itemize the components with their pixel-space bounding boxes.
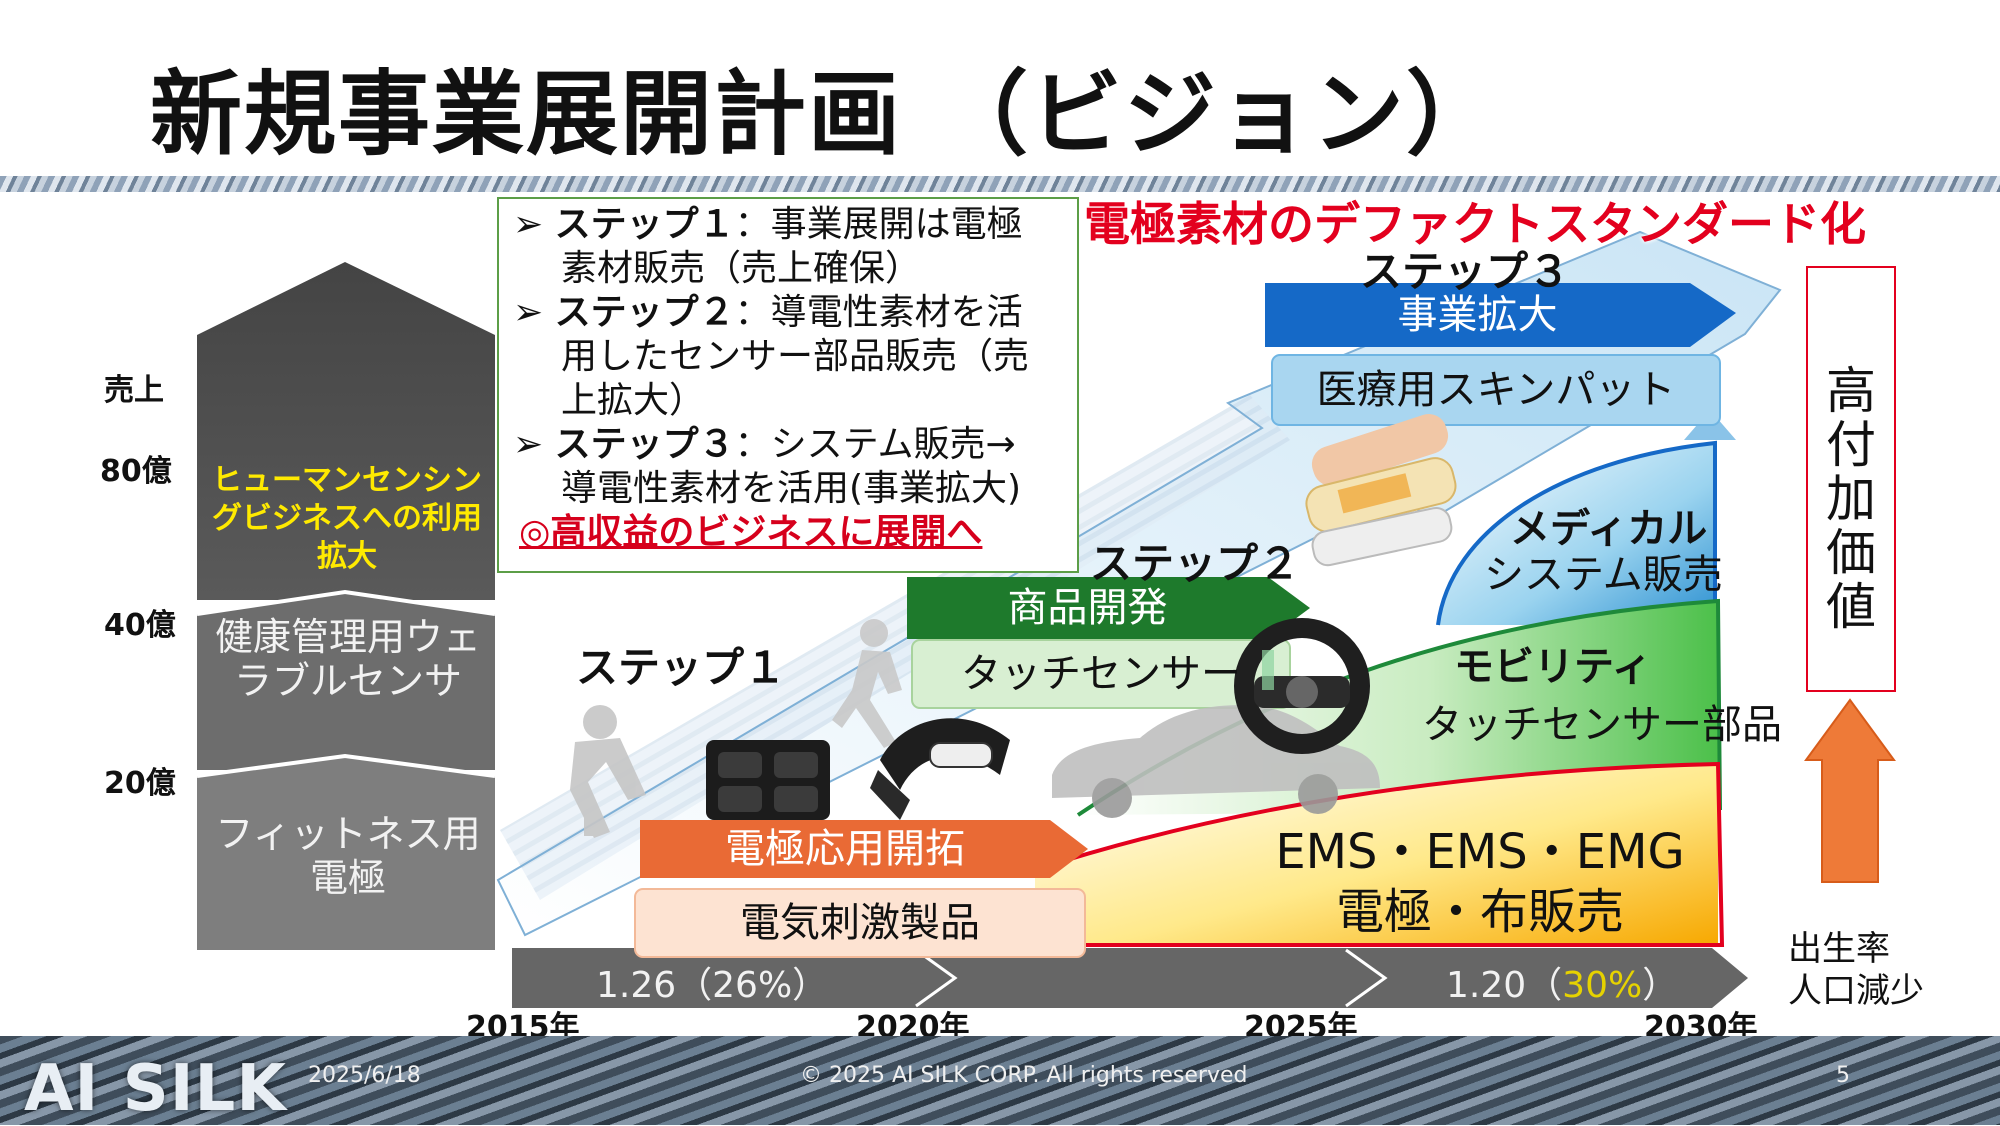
birth-rate-label: 出生率人口減少 [1788, 929, 1924, 1011]
step2-label: ステップ２ [1090, 539, 1301, 588]
timeline-bar [512, 948, 1748, 1008]
footer-band [0, 1036, 2000, 1125]
birth-rate-2030: 1.20（30%） [1446, 965, 1679, 1006]
footer-page-number: 5 [1836, 1063, 1850, 1088]
ems-line-2: 電極・布販売 [1335, 884, 1624, 940]
steps-line-5: 上拡大） [561, 380, 706, 421]
sales-axis-label: 売上 [104, 373, 164, 408]
steps-line-1: ➢ ステップ１：事業展開は電極 [513, 204, 1023, 245]
page-title: 新規事業展開計画 （ビジョン） [150, 61, 1501, 168]
step1-arrow-label: 電極応用開拓 [725, 826, 965, 872]
high-value-text: 高付加価値 [1826, 362, 1876, 636]
steps-line-2: 素材販売（売上確保） [561, 248, 922, 289]
footer-copyright: © 2025 AI SILK CORP. All rights reserved [800, 1063, 1248, 1088]
steps-line-3: ➢ ステップ２：導電性素材を活 [513, 292, 1023, 333]
steps-highlight: ◎高収益のビジネスに展開へ [519, 512, 983, 553]
medical-sub: システム販売 [1484, 552, 1723, 598]
sales-tick-80: 80億 [100, 454, 172, 489]
medical-skin-patch-image [1305, 414, 1457, 567]
mobility-title: モビリティ [1454, 644, 1652, 690]
footer-date: 2025/6/18 [308, 1063, 421, 1088]
heart-rate-strap-image [870, 718, 1010, 820]
steps-line-6: ➢ ステップ３：システム販売→ [513, 424, 1016, 465]
pillar-bottom [197, 756, 495, 950]
footer-logo: AI SILK [24, 1052, 287, 1126]
steps-line-7: 導電性素材を活用(事業拡大) [561, 468, 1022, 509]
step3-label: ステップ３ [1360, 247, 1571, 296]
fitness-person-silhouette [570, 705, 646, 838]
pillar-middle-text: 健康管理用ウェラブルセンサ [214, 615, 481, 703]
step1-label: ステップ１ [576, 643, 787, 692]
pillar-middle [197, 592, 495, 770]
ems-garment-image [706, 740, 830, 820]
sales-tick-20: 20億 [104, 766, 176, 801]
mobility-sub: タッチセンサー部品 [1422, 702, 1782, 748]
steps-line-4: 用したセンサー部品販売（売 [561, 336, 1030, 377]
step3-arrow-label: 事業拡大 [1397, 292, 1558, 338]
steps-summary-box: ➢ ステップ１：事業展開は電極 素材販売（売上確保） ➢ ステップ２：導電性素材… [497, 197, 1079, 573]
value-up-arrow [1804, 698, 1896, 883]
headline: 電極素材のデファクトスタンダード化 [1084, 197, 1866, 251]
pillar-top-text: ヒューマンセンシングビジネスへの利用拡大 [212, 463, 482, 574]
step1-product-label: 電気刺激製品 [740, 900, 980, 946]
birth-rate-2015: 1.26（26%） [596, 965, 829, 1006]
step2-product-box [911, 639, 1291, 709]
car-silhouette [1052, 705, 1380, 818]
runner-silhouette [832, 619, 902, 748]
steering-wheel-image [1234, 618, 1370, 754]
silk-divider-band [0, 176, 2000, 192]
step3-product-box [1271, 354, 1721, 426]
birth-rate-percent: 30% [1562, 965, 1643, 1006]
sales-tick-40: 40億 [104, 608, 176, 643]
step2-arrow-label: 商品開発 [1007, 585, 1168, 631]
step2-arrow [907, 577, 1310, 639]
pillar-top [197, 262, 495, 600]
ems-line-1: EMS・EMS・EMG [1275, 824, 1685, 880]
step2-product-label: タッチセンサー [961, 651, 1241, 697]
high-value-box: 高付加価値 [1806, 266, 1896, 692]
medical-title: メディカル [1510, 506, 1708, 552]
pillar-bottom-text: フィットネス用電極 [215, 812, 481, 900]
step1-product-box [634, 888, 1086, 958]
step3-product-label: 医療用スキンパット [1316, 367, 1676, 413]
step1-arrow [640, 820, 1088, 878]
ems-area [1035, 764, 1718, 945]
step3-arrow [1265, 283, 1736, 347]
medical-area [1438, 443, 1715, 625]
